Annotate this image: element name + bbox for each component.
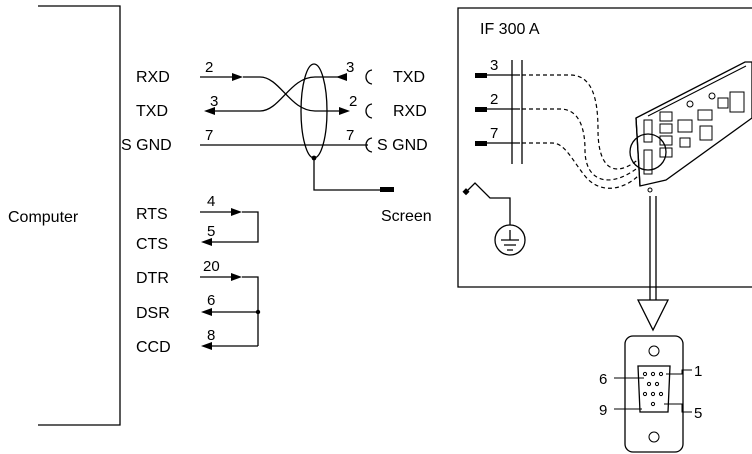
right-signals: 3 TXD 2 RXD 7 S GND	[346, 59, 428, 154]
pin-sgnd-right: 7	[346, 127, 354, 144]
pin-sgnd-left: 7	[205, 127, 213, 144]
dsub-pin-1: 1	[694, 363, 702, 380]
dsub9-connector-icon: 6 1 9 5	[599, 335, 702, 453]
dsub-pin-6: 6	[599, 371, 607, 388]
pin-dsr: 6	[207, 292, 215, 309]
signal-rxd-right: RXD	[393, 103, 427, 120]
signal-ccd: CCD	[136, 339, 171, 356]
pin-ccd: 8	[207, 327, 215, 344]
crossover-wires	[200, 63, 394, 192]
connector-highlight	[629, 133, 667, 171]
signal-rts: RTS	[136, 206, 168, 223]
device-pin-1: 3	[490, 57, 498, 74]
dsub-pin-5: 5	[694, 405, 702, 422]
device-box: IF 300 A 3 2 7	[457, 7, 752, 288]
pin-dtr: 20	[203, 258, 220, 275]
signal-sgnd-right: S GND	[377, 137, 428, 154]
device-pin-2: 2	[490, 91, 498, 108]
signal-sgnd-left: S GND	[121, 137, 172, 154]
pin-rts: 4	[207, 193, 215, 210]
device-pin-3: 7	[490, 125, 498, 142]
computer-label: Computer	[8, 209, 79, 226]
pin-rxd-left: 2	[205, 59, 213, 76]
device-pcb-icon	[635, 61, 752, 193]
signal-dsr: DSR	[136, 305, 170, 322]
device-title: IF 300 A	[480, 21, 540, 38]
pin-txd-left: 3	[210, 93, 218, 110]
pin-rxd-right: 2	[349, 93, 357, 110]
pin-cts: 5	[207, 223, 215, 240]
signal-txd-left: TXD	[136, 103, 168, 120]
signal-rxd-left: RXD	[136, 69, 170, 86]
signal-txd-right: TXD	[393, 69, 425, 86]
dsub-pin-9: 9	[599, 402, 607, 419]
detail-arrow	[636, 196, 670, 332]
socket-icon-1	[365, 69, 373, 85]
socket-icon-2	[365, 103, 373, 119]
pin-txd-right: 3	[346, 59, 354, 76]
left-signals: RXD 2 TXD 3 S GND 7	[121, 59, 218, 154]
signal-dtr: DTR	[136, 270, 169, 287]
signal-cts: CTS	[136, 236, 168, 253]
computer-block: Computer	[8, 5, 121, 426]
screen-label: Screen	[381, 208, 432, 225]
socket-icon-3	[365, 137, 373, 153]
ground-symbol-icon	[462, 182, 526, 256]
handshake-wires: RTS 4 CTS 5 DTR 20 DSR 6 CCD 8	[136, 193, 261, 356]
